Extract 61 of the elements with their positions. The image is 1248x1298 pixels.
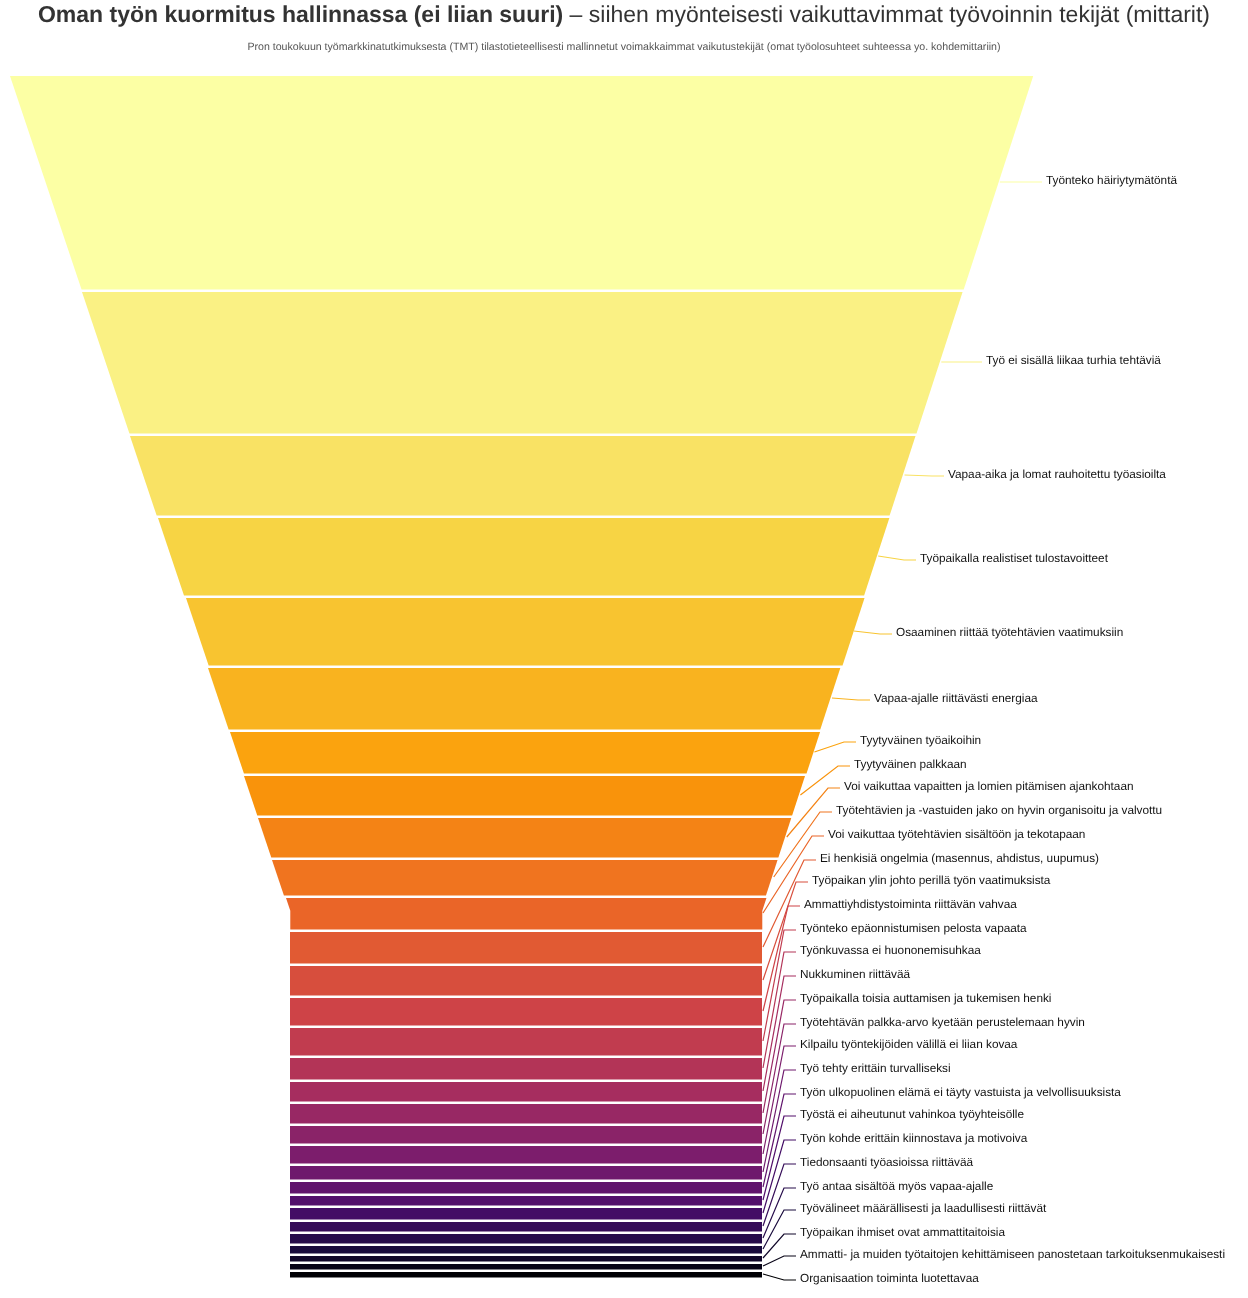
- leader-line: [813, 741, 857, 753]
- funnel-segment: [208, 667, 841, 729]
- funnel-segment: [290, 1195, 762, 1205]
- leader-line: [762, 905, 801, 1012]
- leader-line: [762, 1273, 797, 1281]
- leader-line: [762, 1115, 797, 1201]
- leader-line: [762, 929, 797, 1042]
- leader-line: [999, 181, 1043, 183]
- leader-line: [762, 951, 797, 1069]
- leader-line: [762, 1163, 797, 1227]
- funnel-segment: [290, 1081, 762, 1101]
- leader-line: [762, 859, 817, 948]
- leader-line: [853, 630, 893, 635]
- leader-line: [762, 999, 797, 1114]
- leader-line: [799, 765, 851, 796]
- funnel-segment: [290, 1255, 762, 1261]
- funnel-segment: [290, 1221, 762, 1231]
- leader-line: [762, 881, 809, 981]
- leader-line: [877, 555, 917, 561]
- funnel-segment: [290, 931, 762, 963]
- leader-line: [903, 474, 945, 477]
- funnel-segment: [290, 997, 762, 1025]
- funnel-segment: [82, 291, 964, 433]
- funnel-segment: [290, 965, 762, 995]
- leader-line: [762, 1045, 797, 1155]
- leader-line: [762, 1187, 797, 1239]
- leader-line: [762, 1093, 797, 1188]
- funnel-segment: [290, 1145, 762, 1163]
- funnel-segment: [290, 1233, 762, 1243]
- leader-line: [762, 835, 825, 914]
- funnel-segment: [130, 435, 917, 515]
- funnel-segment: [290, 1181, 762, 1193]
- funnel-segment: [290, 1103, 762, 1123]
- leader-line: [773, 811, 833, 878]
- funnel-segment: [185, 597, 864, 665]
- leader-line: [762, 1209, 797, 1250]
- funnel-segment: [258, 817, 793, 857]
- funnel-segment: [290, 1271, 762, 1277]
- funnel-segment: [290, 1245, 762, 1253]
- funnel-segment: [230, 731, 821, 773]
- leader-line: [786, 787, 841, 838]
- funnel-segment: [290, 1027, 762, 1055]
- leader-line: [831, 697, 871, 701]
- chart-title: Oman työn kuormitus hallinnassa (ei liian suuri) – siihen myönteisesti vaikuttavimmat työvoinnin tekijät (mittarit): [35, 4, 1213, 28]
- funnel-segment: [158, 517, 890, 595]
- leader-line: [762, 1233, 797, 1259]
- funnel-segment: [244, 775, 806, 815]
- funnel-segment: [272, 859, 779, 895]
- leader-line: [762, 1069, 797, 1173]
- funnel-segment: [10, 75, 1034, 289]
- leader-line: [762, 975, 797, 1092]
- leader-line: [940, 361, 983, 363]
- funnel-segment: [285, 897, 767, 929]
- leader-line: [762, 1023, 797, 1135]
- funnel-segment: [290, 1165, 762, 1179]
- leader-line: [762, 1139, 797, 1214]
- leader-line: [762, 1255, 797, 1267]
- funnel-segment: [290, 1207, 762, 1219]
- funnel-segment: [290, 1263, 762, 1269]
- funnel-segment: [290, 1057, 762, 1079]
- funnel-segment: [290, 1125, 762, 1143]
